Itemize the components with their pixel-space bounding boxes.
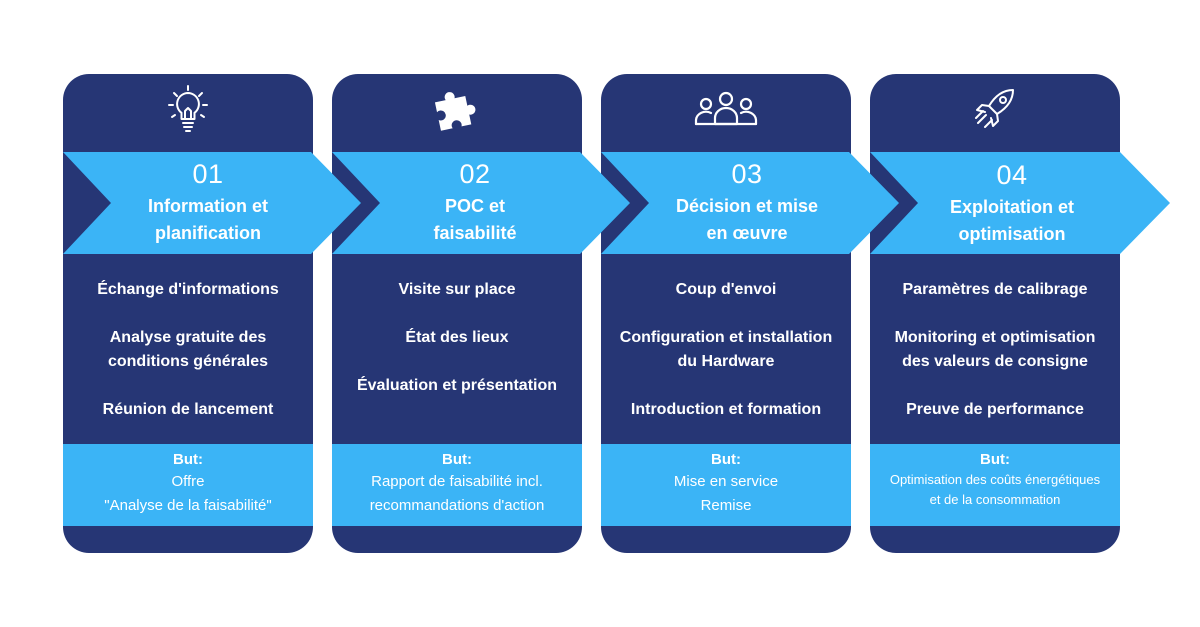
step-1-chevron: 01 Information et planification — [63, 152, 361, 254]
goal-label: But: — [173, 451, 203, 468]
goal-text: Offre "Analyse de la faisabilité" — [104, 473, 272, 514]
task-item: Configuration et installation du Hardwar… — [619, 329, 833, 370]
goal-label: But: — [980, 451, 1010, 468]
step-4-title: Exploitation et optimisation — [949, 197, 1074, 244]
task-item: Évaluation et présentation — [356, 377, 558, 394]
task-item: Analyse gratuite des conditions générale… — [107, 329, 269, 370]
goal-text: Optimisation des coûts énergétiques et d… — [889, 472, 1101, 507]
step-4-chevron: 04 Exploitation et optimisation — [870, 152, 1170, 254]
step-2-tasks: Visite sur place État des lieux Évaluati… — [332, 258, 582, 444]
task-item: Visite sur place — [398, 281, 516, 298]
task-item: Coup d'envoi — [675, 281, 777, 298]
goal-text: Rapport de faisabilité incl. recommandat… — [369, 473, 545, 514]
step-3-chevron: 03 Décision et mise en œuvre — [601, 152, 899, 254]
rocket-icon — [969, 84, 1021, 136]
step-3-title: Décision et mise en œuvre — [675, 196, 819, 243]
step-3-tasks: Coup d'envoi Configuration et installati… — [601, 258, 851, 444]
goal-label: But: — [442, 451, 472, 468]
goal-text: Mise en service Remise — [673, 473, 779, 514]
lightbulb-icon — [161, 83, 215, 137]
team-icon — [693, 90, 759, 130]
task-item: Paramètres de calibrage — [902, 281, 1088, 298]
step-4-goal: But: Optimisation des coûts énergétiques… — [870, 444, 1120, 526]
step-1-number: 01 — [192, 159, 224, 189]
goal-label: But: — [711, 451, 741, 468]
step-3-goal: But: Mise en service Remise — [601, 444, 851, 526]
step-2-number: 02 — [459, 159, 491, 189]
step-1-title: Information et planification — [148, 196, 268, 243]
step-2-goal: But: Rapport de faisabilité incl. recomm… — [332, 444, 582, 526]
task-item: Introduction et formation — [630, 401, 822, 418]
step-3-number: 03 — [731, 159, 763, 189]
task-item: Réunion de lancement — [102, 401, 274, 418]
task-item: Monitoring et optimisation des valeurs d… — [894, 329, 1096, 370]
step-1-tasks: Échange d'informations Analyse gratuite … — [63, 258, 313, 444]
task-item: Échange d'informations — [97, 281, 279, 298]
puzzle-icon — [428, 87, 486, 133]
step-1-goal: But: Offre "Analyse de la faisabilité" — [63, 444, 313, 526]
task-item: État des lieux — [405, 329, 509, 346]
step-2-title: POC et faisabilité — [433, 196, 517, 243]
step-4-number: 04 — [996, 160, 1028, 190]
step-2-chevron: 02 POC et faisabilité — [332, 152, 630, 254]
step-4-tasks: Paramètres de calibrage Monitoring et op… — [870, 258, 1120, 444]
task-item: Preuve de performance — [906, 401, 1084, 418]
